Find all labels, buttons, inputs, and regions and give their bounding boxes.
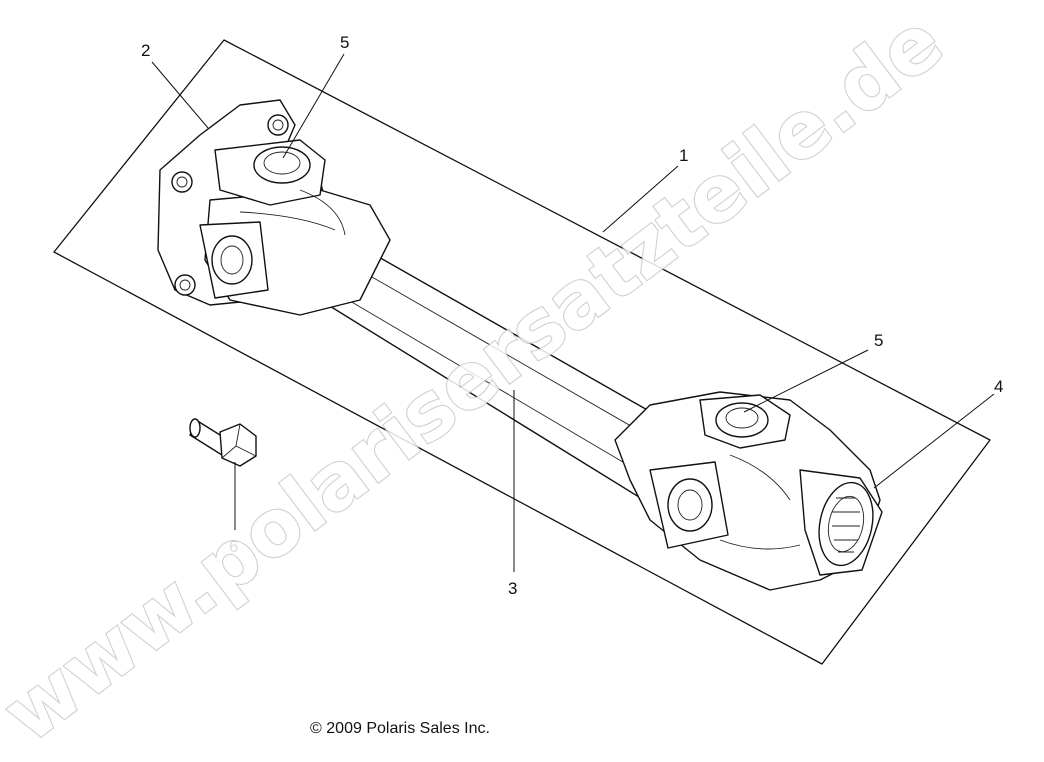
callout-6: 6 bbox=[229, 537, 238, 556]
leader-2 bbox=[151, 61, 209, 129]
leader-5a bbox=[282, 53, 345, 159]
left-u-joint-flange bbox=[157, 99, 391, 316]
leader-5b bbox=[743, 349, 869, 413]
callout-4: 4 bbox=[994, 377, 1003, 396]
callout-1: 1 bbox=[679, 146, 688, 165]
callout-5a: 5 bbox=[340, 33, 349, 52]
leader-1 bbox=[602, 165, 679, 233]
right-u-joint bbox=[614, 391, 883, 591]
leader-4 bbox=[873, 393, 995, 489]
watermark: www.polarisersatzteile.de bbox=[0, 0, 960, 761]
callout-3: 3 bbox=[508, 579, 517, 598]
leader-lines bbox=[151, 53, 995, 572]
callout-2: 2 bbox=[141, 41, 150, 60]
callout-5b: 5 bbox=[874, 331, 883, 350]
bolt bbox=[189, 418, 257, 467]
assembly-frame bbox=[53, 39, 991, 665]
copyright-notice: © 2009 Polaris Sales Inc. bbox=[310, 720, 490, 737]
